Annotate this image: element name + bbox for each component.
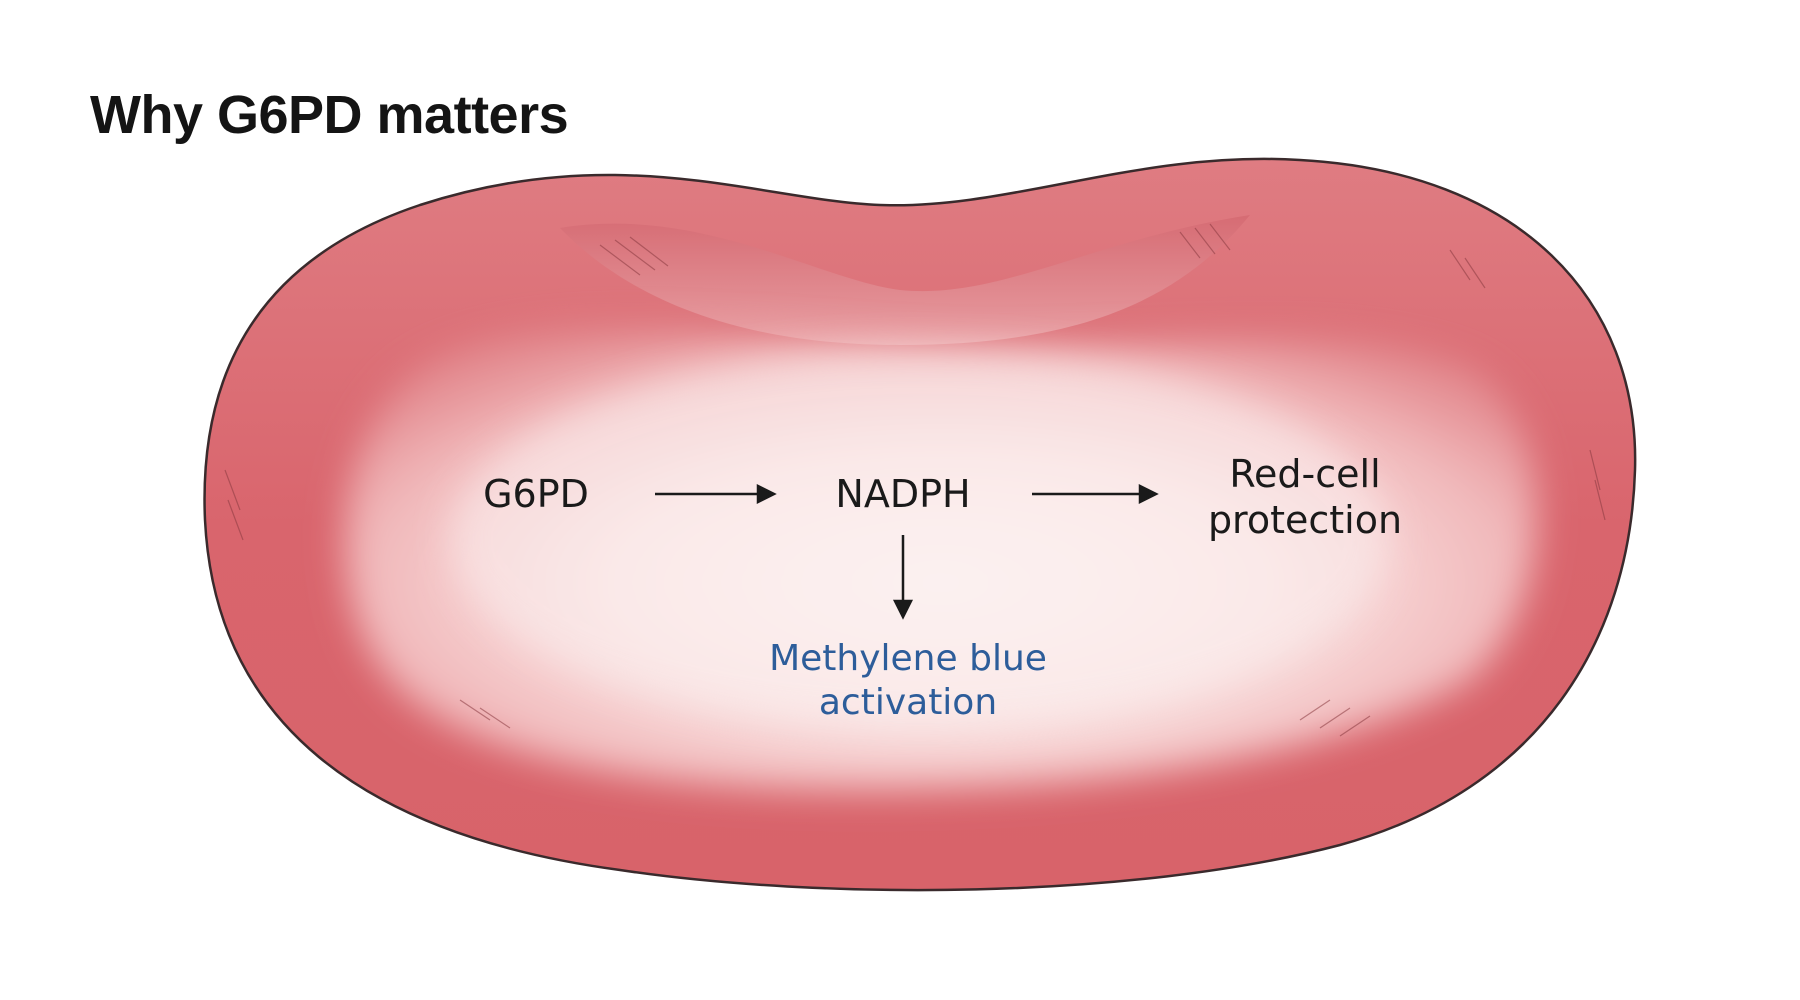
cell-dent [560,215,1250,345]
page-title: Why G6PD matters [90,85,569,145]
node-nadph: NADPH [835,471,970,517]
right-arrow-icon [655,483,777,505]
hatch-marks [224,223,1606,737]
node-protection-line-1: Red-cell [1229,452,1381,496]
node-methylene-line-2: activation [818,682,998,723]
node-red-cell-protection: Red-cell protection [1208,451,1402,543]
node-g6pd: G6PD [483,471,589,517]
node-g6pd-label: G6PD [483,472,589,516]
right-arrow-icon [1032,483,1159,505]
node-methylene-blue-activation: Methylene blue activation [769,637,1047,725]
down-arrow-icon [892,535,914,620]
node-nadph-label: NADPH [835,472,971,516]
node-methylene-line-1: Methylene blue [769,638,1047,679]
node-protection-line-2: protection [1207,498,1403,542]
